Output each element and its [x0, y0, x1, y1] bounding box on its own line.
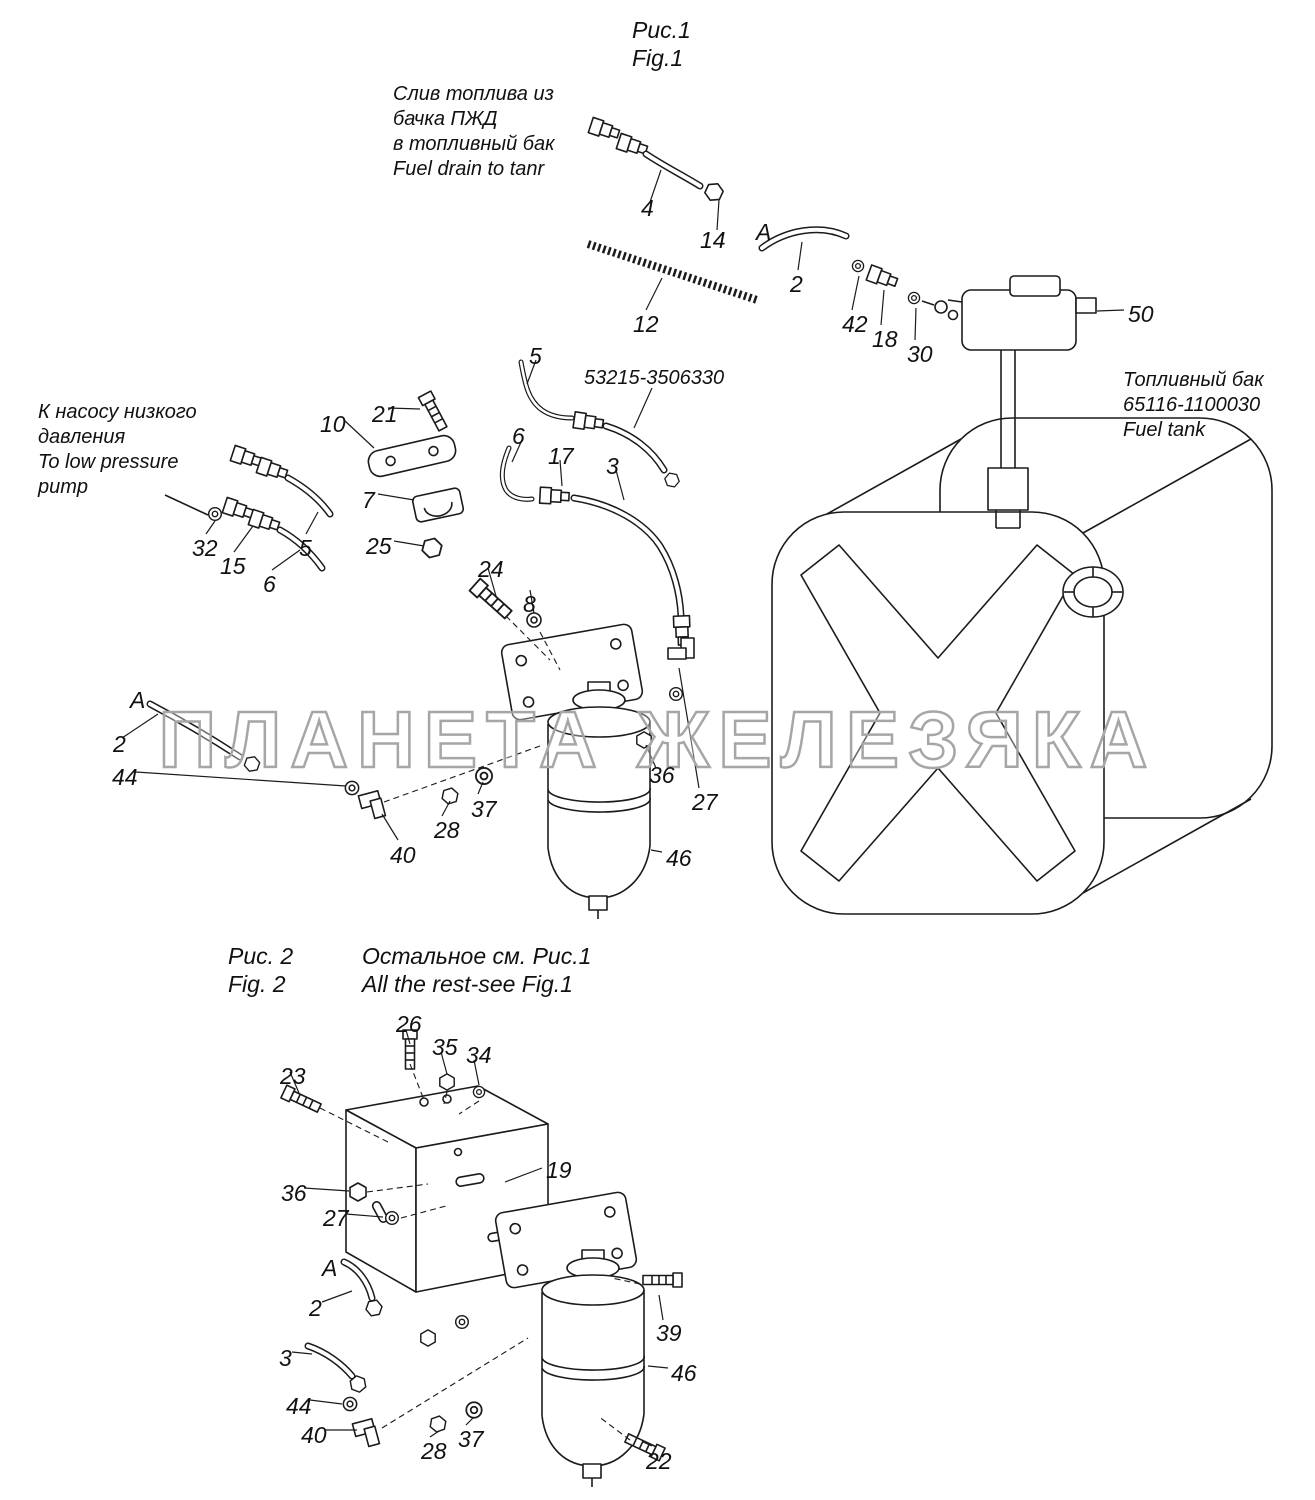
fig1-callout-40: 40: [390, 842, 416, 868]
fig1-callout-A: A: [130, 687, 146, 713]
fig1-callout-2: 2: [113, 731, 126, 757]
fuel-filter-drawing: [146, 577, 652, 920]
fig2-title-en: Fig. 2: [228, 971, 286, 997]
fig2-callout-35: 35: [432, 1034, 458, 1060]
drain-hose-drawing: [586, 116, 935, 306]
fig1-callout-12: 12: [633, 311, 659, 337]
fig1-callout-8: 8: [523, 591, 536, 617]
fig2-callout-27: 27: [323, 1205, 349, 1231]
fig1-callout-5: 5: [529, 343, 542, 369]
fig2-callout-40: 40: [301, 1422, 327, 1448]
fig1-axis-lines: [383, 615, 561, 803]
fig1-callout-5: 5: [299, 535, 312, 561]
fig2-callout-A: A: [322, 1255, 338, 1281]
fig2-callout-26: 26: [396, 1011, 422, 1037]
braided-rod: [586, 240, 759, 304]
fig2-title: Рис. 2 Fig. 2: [228, 942, 293, 998]
fig1-callout-2: 2: [790, 271, 803, 297]
fig1-title-en: Fig.1: [632, 45, 684, 71]
fig2-callout-37: 37: [458, 1426, 484, 1452]
fig2-note-en: All the rest-see Fig.1: [362, 971, 573, 997]
fig1-title: Рис.1 Fig.1: [632, 16, 691, 72]
fig2-callout-34: 34: [466, 1042, 492, 1068]
fig2-callout-44: 44: [286, 1393, 312, 1419]
fig2-callout-39: 39: [656, 1320, 682, 1346]
fig1-callout-18: 18: [872, 326, 898, 352]
fig2-note: Остальное см. Рис.1 All the rest-see Fig…: [362, 942, 591, 998]
strip-bracket-drawing: [367, 390, 465, 561]
fig2-callout-36: 36: [281, 1180, 307, 1206]
fig1-callout-17: 17: [548, 443, 574, 469]
fig1-callout-37: 37: [471, 796, 497, 822]
fig2-drawing: [280, 1029, 683, 1488]
fig1-callout-24: 24: [478, 556, 504, 582]
fig2-title-ru: Рис. 2: [228, 943, 294, 969]
fig1-callout-46: 46: [666, 845, 692, 871]
fig1-callout-6: 6: [263, 571, 276, 597]
fig1-callout-10: 10: [320, 411, 346, 437]
fig1-callout-36: 36: [649, 762, 675, 788]
fig2-hoses-drawing: [304, 1258, 483, 1450]
fig2-leader-lines: [289, 1029, 669, 1447]
fig2-callout-23: 23: [280, 1063, 306, 1089]
fig1-callout-44: 44: [112, 764, 138, 790]
fig1-callout-50: 50: [1128, 301, 1154, 327]
fig2-callout-28: 28: [421, 1438, 447, 1464]
fig1-callout-27: 27: [692, 789, 718, 815]
fig1-callout-6: 6: [512, 423, 525, 449]
fig2-axis-lines: [319, 1063, 641, 1441]
fig2-callout-46: 46: [671, 1360, 697, 1386]
fig1-callout-14: 14: [700, 227, 726, 253]
fig1-callout-4: 4: [641, 195, 654, 221]
pump-fittings-drawing: [164, 444, 334, 572]
fig1-callout-7: 7: [362, 487, 375, 513]
fig1-callout-3: 3: [606, 453, 619, 479]
tank-stiffener-rib: [800, 544, 1076, 882]
fig1-callout-15: 15: [220, 553, 246, 579]
fig1-callout-28: 28: [434, 817, 460, 843]
fuel-drain-note: Слив топлива из бачка ПЖД в топливный ба…: [393, 83, 555, 180]
fig2-callout-22: 22: [646, 1448, 672, 1474]
fig1-callout-21: 21: [372, 401, 398, 427]
fig1-title-ru: Рис.1: [632, 17, 691, 43]
pipes-drawing: [499, 359, 695, 702]
fig1-drawing: [121, 116, 1273, 920]
fig1-callout-A: A: [756, 219, 772, 245]
fig2-callout-2: 2: [309, 1295, 322, 1321]
fig2-note-ru: Остальное см. Рис.1: [362, 943, 592, 969]
fig1-leader-lines: [121, 169, 1125, 853]
fig1-callout-32: 32: [192, 535, 218, 561]
fig1-callout-25: 25: [366, 533, 392, 559]
fig2-callout-19: 19: [546, 1157, 572, 1183]
low-pressure-pump-note: К насосу низкого давления To low pressur…: [38, 401, 197, 498]
watermark: ПЛАНЕТА ЖЕЛЕЗЯКА: [157, 694, 1157, 786]
fuel-tank-drawing: [771, 417, 1273, 915]
fig2-callout-3: 3: [279, 1345, 292, 1371]
fig1-callout-30: 30: [907, 341, 933, 367]
fuel-tank-label: Топливный бак 65116-1100030 Fuel tank: [1123, 369, 1264, 441]
fig1-callout-42: 42: [842, 311, 868, 337]
filter-part-number: 53215-3506330: [584, 367, 725, 389]
fuel-sender-drawing: [934, 275, 1097, 529]
